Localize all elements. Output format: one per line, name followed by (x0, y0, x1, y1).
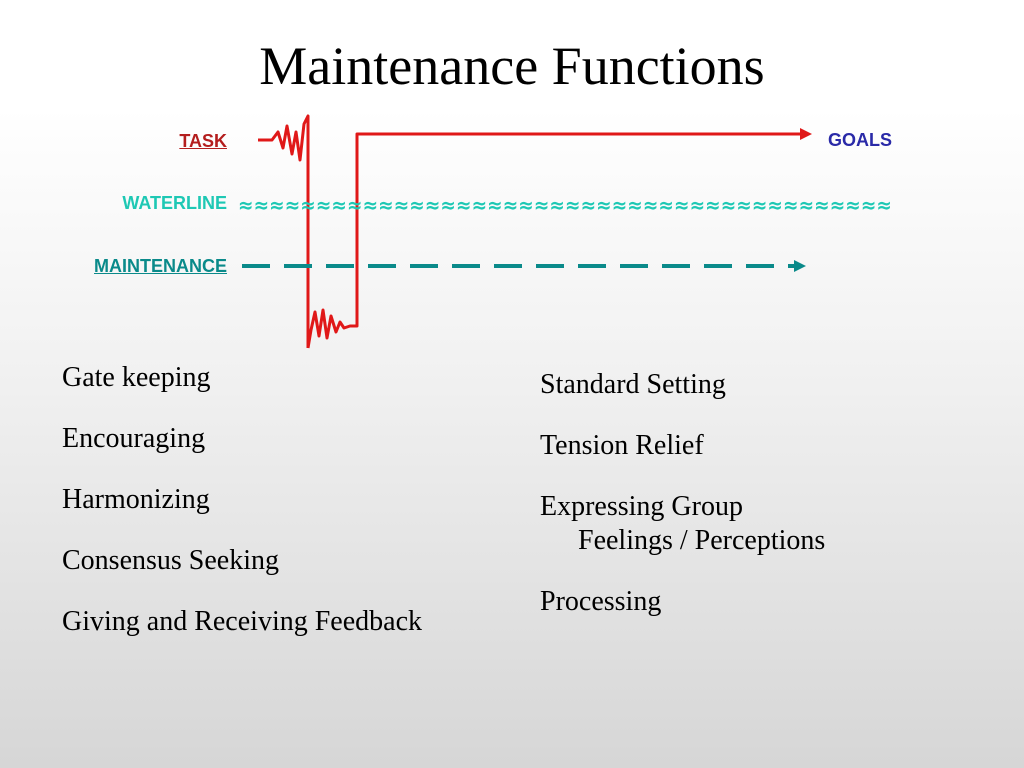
list-item-line: Expressing Group (540, 491, 743, 522)
list-item: Tension Relief (540, 430, 704, 461)
list-item-continuation: Feelings / Perceptions (578, 525, 826, 556)
list-item: Processing (540, 586, 662, 617)
slide-title: Maintenance Functions (259, 36, 765, 96)
list-item: Encouraging (62, 423, 206, 454)
maintenance-label: MAINTENANCE (94, 256, 227, 276)
task-label: TASK (179, 131, 227, 151)
list-item: Consensus Seeking (62, 545, 279, 576)
list-item-multiline: Expressing Group Feelings / Perceptions (540, 490, 825, 558)
task-line (258, 114, 310, 348)
waterline-label: WATERLINE (122, 193, 227, 213)
list-item: Giving and Receiving Feedback (62, 606, 423, 637)
slide-body (0, 108, 1024, 768)
goals-arrowhead (800, 128, 812, 140)
left-function-list: Gate keeping Encouraging Harmonizing Con… (62, 361, 422, 666)
list-item: Standard Setting (540, 369, 726, 400)
waterline-waves: ≈≈≈≈≈≈≈≈≈≈≈≈≈≈≈≈≈≈≈≈≈≈≈≈≈≈≈≈≈≈≈≈≈≈≈≈≈≈≈≈… (238, 193, 892, 217)
list-item: Gate keeping (62, 362, 211, 393)
task-line-lower-squiggle (306, 132, 800, 349)
right-function-list: Standard Setting Tension Relief Expressi… (540, 368, 825, 646)
goals-label: GOALS (828, 130, 893, 150)
maintenance-arrowhead (794, 260, 806, 272)
title-band (0, 0, 1024, 108)
list-item: Harmonizing (62, 484, 210, 515)
